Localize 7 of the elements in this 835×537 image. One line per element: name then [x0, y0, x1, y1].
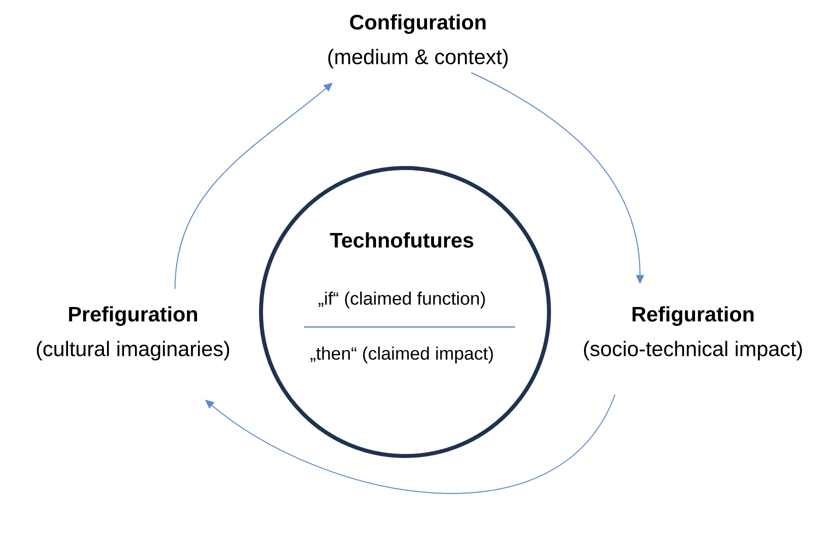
label-text: Prefiguration (cultural imaginaries): [36, 306, 230, 360]
label-text: Configuration (medium & context): [328, 14, 508, 68]
label-text: Refiguration (socio-technical impact): [584, 306, 802, 360]
arrow: [205, 394, 616, 494]
circle-title: Technofutures: [330, 232, 474, 248]
circle-text: „if“ (claimed function): [318, 292, 485, 308]
circle-text: „then“ (claimed impact): [310, 346, 493, 364]
